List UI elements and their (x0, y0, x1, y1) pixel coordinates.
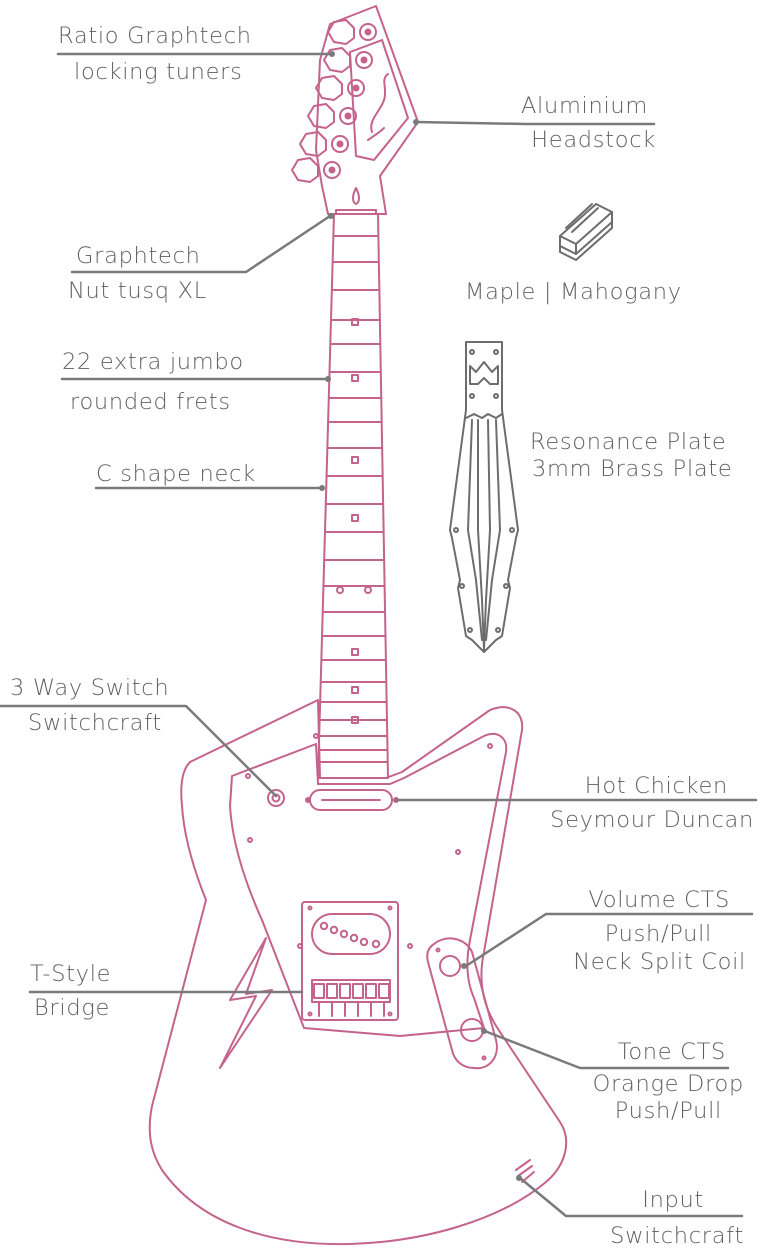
label-tuners-1: Ratio Graphtech (58, 23, 252, 49)
pickup-neck (305, 789, 399, 811)
label-frets-2: rounded frets (70, 389, 231, 415)
pickguard (229, 733, 508, 1037)
label-switch-2: Switchcraft (28, 710, 162, 736)
lightning-bolt-icon (219, 937, 273, 1069)
tuner-buttons (291, 19, 377, 183)
label-input-1: Input (642, 1187, 704, 1213)
label-headstock-2: Headstock (531, 127, 656, 153)
label-nut-2: Nut tusq XL (68, 278, 207, 304)
guitar-neck (317, 213, 389, 779)
label-bridge-1: T-Style (30, 961, 112, 987)
label-wood: Maple | Mahogany (465, 279, 682, 305)
label-tone-2: Orange Drop (592, 1071, 744, 1097)
resonance-plate-icon (449, 341, 519, 653)
switch-knob (267, 789, 285, 807)
label-frets-1: 22 extra jumbo (62, 349, 244, 375)
label-tuners-2: locking tuners (74, 59, 243, 85)
label-tone-3: Push/Pull (614, 1098, 722, 1124)
headstock-logo-icon (367, 73, 389, 141)
control-plate (426, 937, 498, 1070)
label-switch-1: 3 Way Switch (10, 675, 170, 701)
wood-blocks-icon (559, 203, 613, 261)
label-pickup-2: Seymour Duncan (550, 807, 754, 833)
label-volume-1: Volume CTS (588, 887, 730, 913)
guitar-body (148, 699, 568, 1246)
label-headstock-1: Aluminium (520, 93, 648, 119)
label-input-2: Switchcraft (610, 1223, 744, 1249)
leader-lines (0, 51, 758, 1218)
label-volume-3: Neck Split Coil (573, 949, 746, 975)
label-plate-2: 3mm Brass Plate (532, 456, 733, 482)
label-tone-1: Tone CTS (617, 1039, 726, 1065)
label-bridge-2: Bridge (34, 995, 111, 1021)
label-plate-1: Resonance Plate (530, 429, 727, 455)
label-pickup-1: Hot Chicken (584, 773, 728, 799)
label-volume-2: Push/Pull (604, 921, 712, 947)
bridge (301, 901, 399, 1021)
label-neck: C shape neck (96, 461, 256, 487)
headstock (291, 5, 419, 215)
label-nut-1: Graphtech (76, 243, 201, 269)
